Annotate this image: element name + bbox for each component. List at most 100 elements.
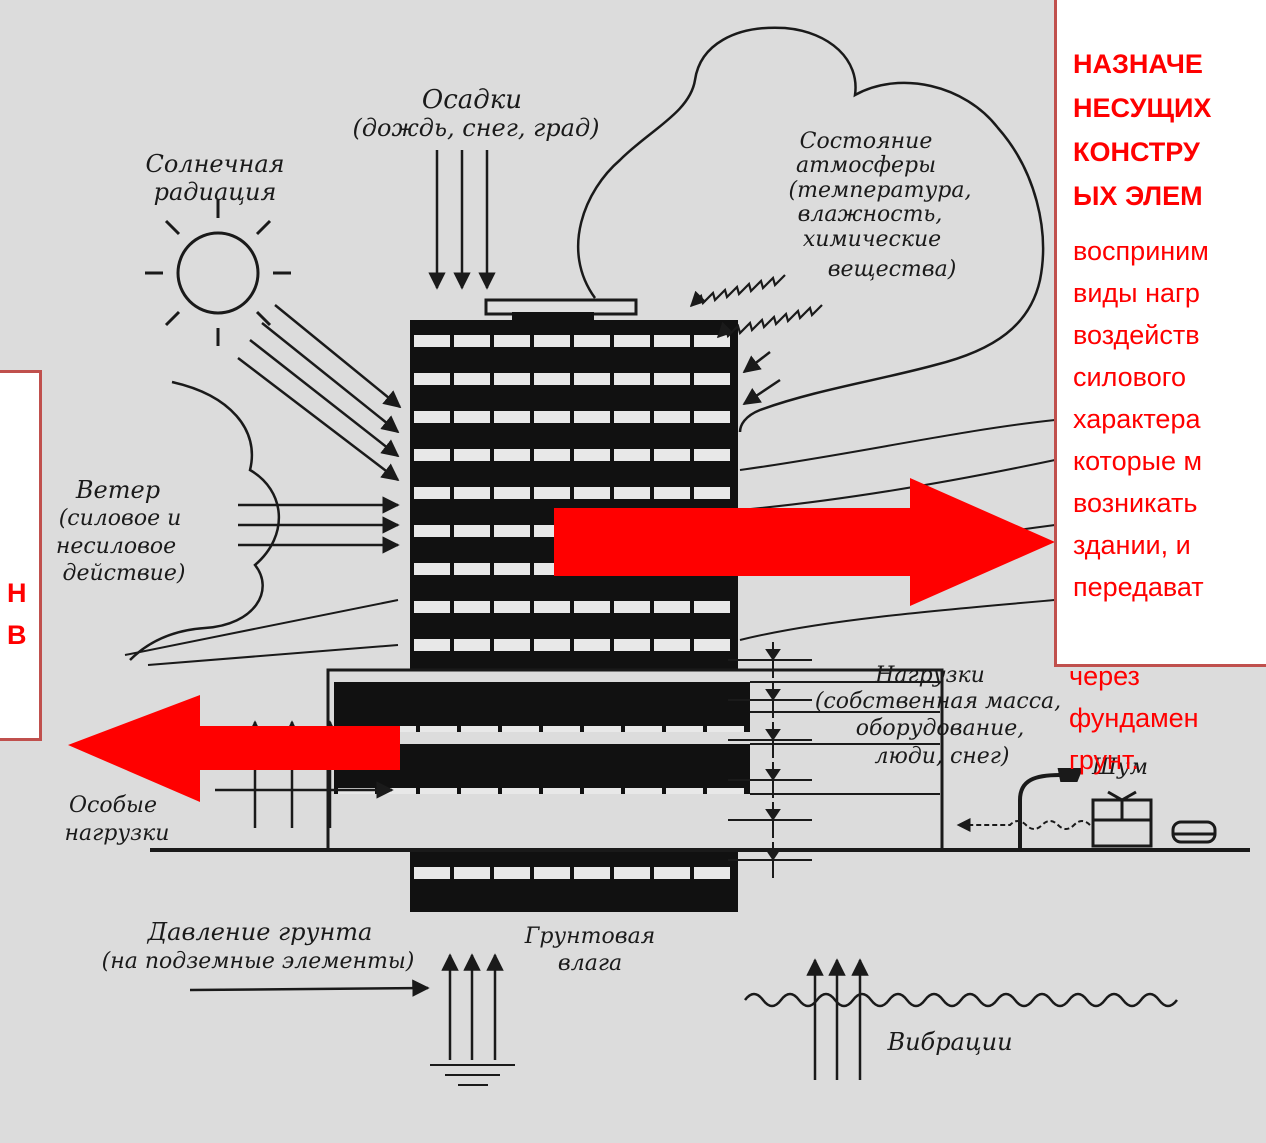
right-callout-body-line-2: виды нагр: [1073, 278, 1200, 308]
tower-window: [414, 639, 450, 651]
label-precipitation-sub: (дождь, снег, град): [352, 114, 599, 142]
tower-window: [614, 867, 650, 879]
tower-window: [654, 411, 690, 423]
right-callout-heading-line-4: ЫХ ЭЛЕМ: [1073, 181, 1203, 211]
tower-window: [574, 411, 610, 423]
podium-window: [379, 788, 416, 794]
tower-window: [414, 373, 450, 385]
tower-window: [414, 411, 450, 423]
podium-window: [420, 788, 457, 794]
tower-window: [534, 487, 570, 499]
label-wind-2: (силовое и: [59, 506, 182, 531]
label-vibration: Вибрации: [886, 1028, 1012, 1056]
atmosphere-cloud-outline: [576, 26, 1045, 433]
label-ground-moisture-2: влага: [558, 951, 622, 976]
tower-window: [414, 335, 450, 347]
tower-window: [574, 639, 610, 651]
tower-window: [574, 601, 610, 613]
label-atmosphere-5: химические: [803, 227, 941, 252]
tower-window: [494, 449, 530, 461]
tower-window: [534, 601, 570, 613]
tower-window: [494, 639, 530, 651]
tower-window: [614, 639, 650, 651]
soil-pressure-arrow: [189, 979, 430, 997]
podium-window: [625, 726, 662, 732]
podium-window: [461, 788, 498, 794]
tower-window: [534, 867, 570, 879]
label-atmosphere-4: влажность,: [798, 202, 943, 227]
podium-window: [707, 788, 744, 794]
label-ground-moisture-1: Грунтовая: [524, 924, 656, 949]
tower-window: [694, 867, 730, 879]
tower-window: [574, 867, 610, 879]
tower-window: [494, 867, 530, 879]
label-atmosphere-6: вещества): [828, 257, 957, 282]
tower-window: [694, 449, 730, 461]
sun-icon: [145, 200, 291, 346]
tower-window: [454, 525, 490, 537]
tower-window: [494, 373, 530, 385]
tower-window: [414, 487, 450, 499]
podium-window: [625, 788, 662, 794]
label-loads-2: (собственная масса,: [815, 689, 1061, 714]
tower-window: [414, 449, 450, 461]
wind-cloud-outline: [129, 380, 280, 661]
tower-window: [534, 335, 570, 347]
ground-moisture-arrows: [441, 953, 504, 1060]
tower-window: [454, 411, 490, 423]
left-callout-line-1: Н: [7, 578, 27, 608]
podium-window: [666, 788, 703, 794]
right-callout-body-line-7: возникать: [1073, 488, 1198, 518]
podium-window: [584, 788, 621, 794]
tower-window: [454, 487, 490, 499]
tower-window: [534, 449, 570, 461]
solar-radiation-arrows: [237, 304, 402, 482]
load-arrow-head: [765, 649, 781, 661]
right-callout-overflow-line-1: через: [1069, 661, 1140, 691]
tower-window: [654, 335, 690, 347]
left-callout-line-2: В: [7, 620, 27, 650]
tower-window: [614, 411, 650, 423]
right-callout-body-line-1: восприним: [1073, 236, 1209, 266]
label-loads-1: Нагрузки: [874, 663, 985, 688]
right-callout-body-line-9: передават: [1073, 572, 1204, 602]
right-callout-heading-line-1: НАЗНАЧЕ: [1073, 49, 1203, 79]
label-precipitation-title: Осадки: [422, 85, 522, 115]
tower-window: [614, 449, 650, 461]
vibration-arrows: [806, 958, 869, 1080]
tower-window: [454, 639, 490, 651]
podium-window: [707, 726, 744, 732]
podium-window: [666, 726, 703, 732]
load-arrow-head: [765, 809, 781, 821]
tower-window: [414, 563, 450, 575]
tower-window: [454, 373, 490, 385]
tower-window: [694, 487, 730, 499]
tower-window: [694, 601, 730, 613]
label-atmosphere-1: Состояние: [800, 129, 933, 154]
podium-window: [502, 726, 539, 732]
tower-window: [534, 639, 570, 651]
label-wind-1: Ветер: [75, 476, 160, 504]
tower-window: [494, 335, 530, 347]
label-loads-3: оборудование,: [856, 716, 1025, 741]
tower-window: [574, 373, 610, 385]
right-callout-body-line-3: воздейств: [1073, 320, 1200, 350]
load-arrow-head: [765, 689, 781, 701]
label-special-2: нагрузки: [65, 821, 170, 846]
noise-wave-arrow: [956, 818, 1091, 832]
tower-window: [654, 487, 690, 499]
label-wind-4: действие): [63, 561, 186, 586]
right-callout-body-line-8: здании, и: [1073, 530, 1191, 560]
atmosphere-wavy-arrows: [689, 274, 823, 339]
right-callout-heading-line-3: КОНСТРУ: [1073, 137, 1200, 167]
right-callout-body-line-6: которые м: [1073, 446, 1203, 476]
label-atmosphere-2: атмосферы: [796, 153, 936, 178]
water-table-symbol: [430, 1064, 515, 1086]
tower-window: [654, 601, 690, 613]
tower-window: [694, 335, 730, 347]
label-soil-pressure-1: Давление грунта: [147, 918, 373, 946]
right-callout-body-line-4: силового: [1073, 362, 1186, 392]
